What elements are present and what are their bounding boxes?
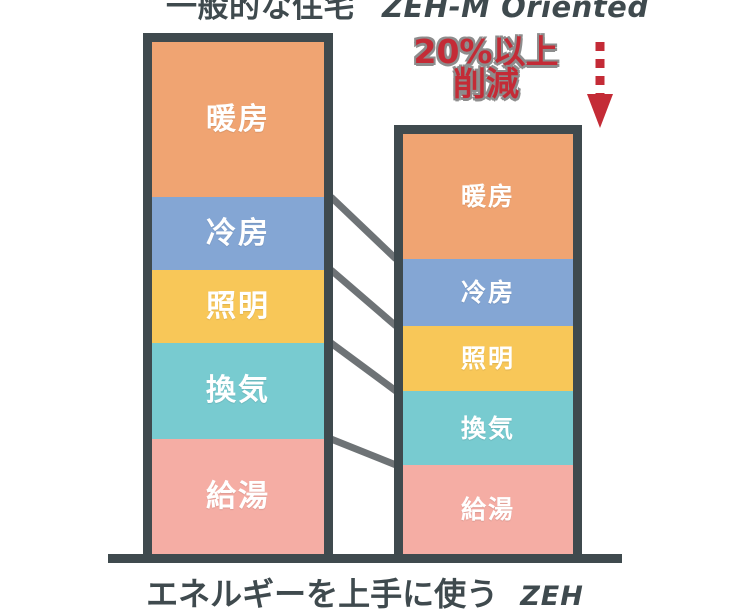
segment-label-heating-right: 暖房 bbox=[460, 182, 515, 211]
segment-label-cooling-right: 冷房 bbox=[460, 278, 515, 307]
left-column-header-label: 一般的な住宅 bbox=[166, 0, 355, 25]
segment-label-lighting-left: 照明 bbox=[206, 288, 270, 324]
segment-heating-right: 暖房 bbox=[403, 134, 573, 259]
segment-ventilation-right: 換気 bbox=[403, 391, 573, 465]
segment-label-hot-water-right: 給湯 bbox=[460, 495, 515, 524]
segment-label-hot-water-left: 給湯 bbox=[206, 478, 270, 514]
caption-tag-text: ZEH bbox=[520, 581, 584, 612]
segment-hot-water-right: 給湯 bbox=[403, 465, 573, 554]
caption-main-text: エネルギーを上手に使う bbox=[146, 575, 499, 613]
segment-label-ventilation-left: 換気 bbox=[206, 373, 270, 408]
segment-lighting-right: 照明 bbox=[403, 326, 573, 391]
segment-cooling-left: 冷房 bbox=[152, 197, 324, 270]
bottom-caption: エネルギーを上手に使う ZEH bbox=[0, 578, 730, 610]
segment-label-cooling-left: 冷房 bbox=[206, 215, 270, 251]
reduction-callout-text: 20%以上 削減 bbox=[413, 32, 559, 104]
segment-cooling-right: 冷房 bbox=[403, 259, 573, 326]
segment-label-heating-left: 暖房 bbox=[206, 101, 270, 137]
bar-typical-house: 暖房 冷房 照明 換気 給湯 bbox=[143, 33, 333, 563]
segment-label-lighting-right: 照明 bbox=[460, 344, 515, 373]
segment-ventilation-left: 換気 bbox=[152, 343, 324, 439]
bar-zeh-m-oriented: 暖房 冷房 照明 換気 給湯 bbox=[394, 125, 582, 563]
dashed-down-arrow-icon bbox=[585, 40, 615, 130]
right-column-header-label: ZEH-M Oriented bbox=[382, 0, 649, 24]
segment-heating-left: 暖房 bbox=[152, 42, 324, 197]
segment-label-ventilation-right: 換気 bbox=[460, 413, 515, 443]
segment-lighting-left: 照明 bbox=[152, 270, 324, 343]
chart-baseline bbox=[108, 554, 622, 563]
segment-hot-water-left: 給湯 bbox=[152, 439, 324, 554]
